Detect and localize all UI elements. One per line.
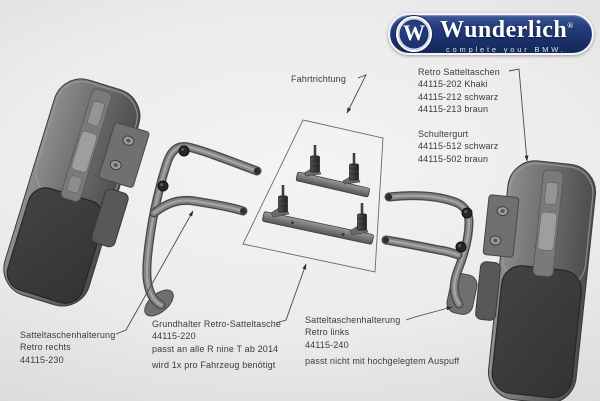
label-line: 44115-220: [152, 331, 196, 342]
registered-mark: ®: [567, 21, 574, 30]
saddlebag-left-mount-plate: [98, 122, 150, 188]
label-line: 44115-240: [305, 339, 349, 350]
label-schultergurt: Schultergurt 44115-512 schwarz 44115-502…: [418, 128, 498, 165]
brand-tagline: complete your BMW.: [446, 45, 566, 54]
label-line: Satteltaschenhalterung: [305, 315, 401, 325]
label-retro-satteltaschen: Retro Satteltaschen 44115-202 Khaki 4411…: [418, 66, 500, 115]
tube-holder-right-3d: [142, 142, 262, 317]
leader-lines: [115, 68, 529, 335]
label-halterung-rechts: Satteltaschenhalterung Retro rechts 4411…: [20, 329, 115, 366]
label-line: passt an alle R nine T ab 2014: [152, 343, 279, 354]
label-line: Retro rechts: [20, 342, 71, 353]
label-note: wird 1x pro Fahrzeug benötigt: [152, 359, 276, 370]
leader-halterung-links: [405, 306, 453, 321]
label-line: 44115-213 braun: [418, 103, 489, 114]
saddlebag-left-3d: [3, 78, 150, 307]
label-grundhalter: Grundhalter Retro-Satteltasche 44115-220…: [152, 318, 281, 371]
label-line: 44115-202 Khaki: [418, 79, 488, 90]
label-fahrtrichtung: Fahrtrichtung: [291, 73, 346, 85]
wunderlich-logo: W Wunderlich® complete your BMW.: [388, 13, 594, 55]
label-line: Retro links: [305, 327, 350, 338]
label-line: 44115-502 braun: [418, 153, 489, 164]
label-line: Satteltaschenhalterung: [20, 330, 116, 340]
base-holder-rails-3d: [242, 119, 384, 273]
label-note: passt nicht mit hochgelegtem Auspuff: [305, 355, 460, 366]
saddlebag-right-mount-plate: [482, 194, 520, 258]
label-line: 44115-230: [20, 354, 64, 365]
brand-name: Wunderlich®: [440, 17, 574, 44]
rail-bolt-icon: [270, 185, 290, 218]
rail-bolt-icon: [342, 153, 361, 185]
emblem-letter: W: [403, 20, 425, 45]
label-line: 44115-212 schwarz: [418, 91, 499, 102]
label-line: Retro Satteltaschen: [418, 67, 500, 77]
label-line: Grundhalter Retro-Satteltasche: [152, 319, 282, 329]
label-line: Schultergurt: [418, 129, 469, 139]
rail-bolt-icon: [349, 203, 369, 236]
leader-fahrtrichtung: [346, 74, 367, 114]
clamp-bolt-icon: [455, 207, 473, 253]
leader-grundhalter: [275, 263, 307, 324]
kit-outline-box: [242, 119, 384, 273]
rail-bolt-icon: [303, 145, 322, 177]
label-line: 44115-512 schwarz: [418, 141, 499, 152]
label-line: Fahrtrichtung: [291, 74, 346, 84]
label-halterung-links: Satteltaschenhalterung Retro links 44115…: [305, 314, 459, 367]
clamp-bolt-icon: [157, 145, 190, 192]
wunderlich-emblem-icon: W: [396, 16, 432, 52]
leader-halterung-rechts: [115, 210, 194, 335]
brand-text: Wunderlich: [440, 17, 568, 43]
leader-retro-satteltaschen: [508, 68, 529, 162]
tube-holder-left-3d: [381, 191, 478, 315]
saddlebag-right-3d: [475, 160, 597, 401]
